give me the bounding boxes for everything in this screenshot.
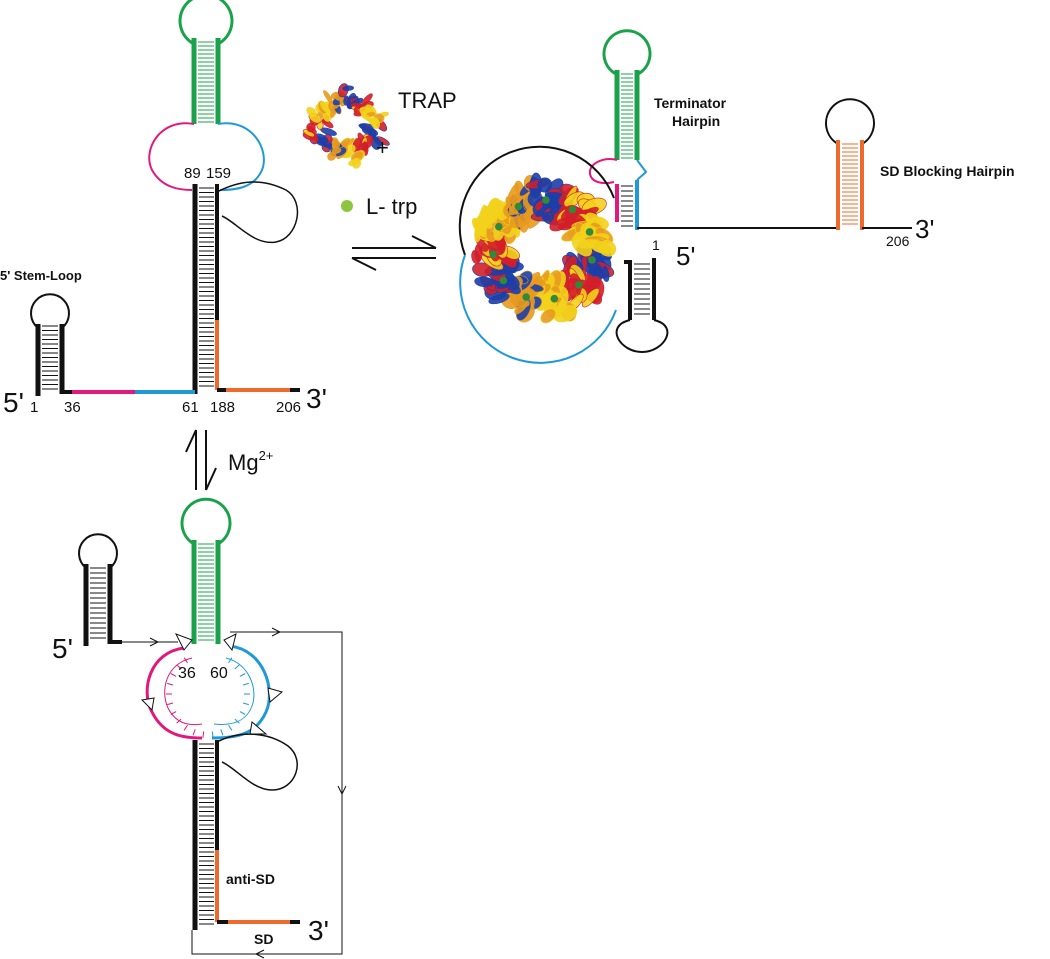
left-pos-159: 159 — [206, 165, 231, 182]
anti-sd-label: anti-SD — [226, 871, 275, 887]
left-pos-89: 89 — [184, 165, 201, 182]
bound-trp — [515, 203, 523, 211]
bottom-lower-stem — [195, 740, 300, 930]
left-baseline — [60, 390, 300, 392]
bottom-connector-lines — [122, 628, 346, 958]
bottom-pos-36: 36 — [178, 665, 196, 682]
bottom-3prime-label: 3' — [308, 915, 329, 946]
binding-group: TRAP + L- trp — [302, 82, 457, 270]
trap-label: TRAP — [398, 88, 457, 113]
bound-trp — [551, 295, 559, 303]
right-structure: Terminator Hairpin SD Blocking Hairpin 5… — [460, 31, 1015, 363]
bottom-5prime-hairpin — [79, 534, 122, 646]
bound-trp — [489, 251, 497, 259]
left-5prime-label: 5' — [3, 387, 24, 418]
protein-strand — [343, 85, 354, 91]
terminator-label-line1: Terminator — [654, 95, 727, 111]
magnesium-equilibrium: Mg2+ — [186, 430, 273, 490]
bound-trp — [575, 281, 583, 289]
bottom-5prime-label: 5' — [52, 633, 73, 664]
loop-tick — [229, 725, 232, 730]
loop-tick — [203, 732, 204, 738]
bound-trp — [500, 277, 508, 285]
right-3prime-label: 3' — [915, 214, 934, 244]
bound-trp — [588, 256, 596, 264]
right-pos-1: 1 — [652, 237, 660, 253]
loop-tick — [167, 703, 173, 705]
left-5prime-stem-loop — [31, 294, 69, 396]
ltrp-label: L- trp — [366, 194, 417, 219]
loop-tick — [167, 683, 173, 685]
left-pos-188: 188 — [210, 399, 235, 416]
bound-trp — [495, 223, 503, 231]
terminator-label-line2: Hairpin — [672, 113, 720, 129]
bottom-pos-60: 60 — [210, 665, 228, 682]
left-pos-61: 61 — [182, 399, 199, 416]
loop-tick — [243, 683, 249, 685]
plus-sign: + — [376, 135, 389, 160]
loop-tick — [240, 712, 245, 715]
loop-tick — [193, 729, 195, 735]
mg-charge: 2+ — [259, 448, 274, 463]
mg-label: Mg2+ — [228, 448, 273, 475]
left-stem-loop-label: 5' Stem-Loop — [0, 268, 82, 283]
loop-tick — [240, 674, 245, 677]
left-pos-36: 36 — [64, 399, 81, 416]
left-structure: 5' 3' 5' Stem-Loop 1 36 61 188 206 89 15… — [0, 0, 327, 418]
bottom-structure: 5' 3' 36 60 anti-SD SD — [52, 499, 346, 958]
trp-dot — [341, 200, 353, 212]
right-5prime-label: 5' — [676, 241, 695, 271]
vertical-equilibrium-arrow — [186, 430, 216, 490]
bound-trp — [569, 206, 577, 214]
loop-tick — [184, 725, 187, 730]
loop-tick — [243, 703, 249, 705]
left-green-hairpin — [180, 0, 232, 124]
loop-tick — [235, 665, 240, 669]
right-5prime-hairpin — [617, 258, 668, 352]
left-3prime-label: 3' — [306, 383, 327, 414]
loop-tick — [221, 729, 223, 735]
sd-label: SD — [254, 931, 273, 947]
horizontal-equilibrium-arrow — [352, 236, 436, 270]
bottom-green-hairpin — [182, 499, 230, 644]
left-pos-206: 206 — [276, 399, 301, 416]
bound-trp — [586, 228, 594, 236]
left-side-loop — [217, 182, 297, 243]
bound-trp — [542, 196, 550, 204]
loop-tick — [171, 674, 176, 677]
left-lower-stem — [195, 184, 217, 394]
bottom-side-loop — [217, 734, 297, 790]
left-pos-1: 1 — [30, 399, 38, 416]
sd-blocking-label: SD Blocking Hairpin — [880, 163, 1015, 179]
trap-large-icon — [469, 173, 618, 326]
right-pos-206: 206 — [886, 233, 910, 249]
bound-trp — [522, 293, 530, 301]
